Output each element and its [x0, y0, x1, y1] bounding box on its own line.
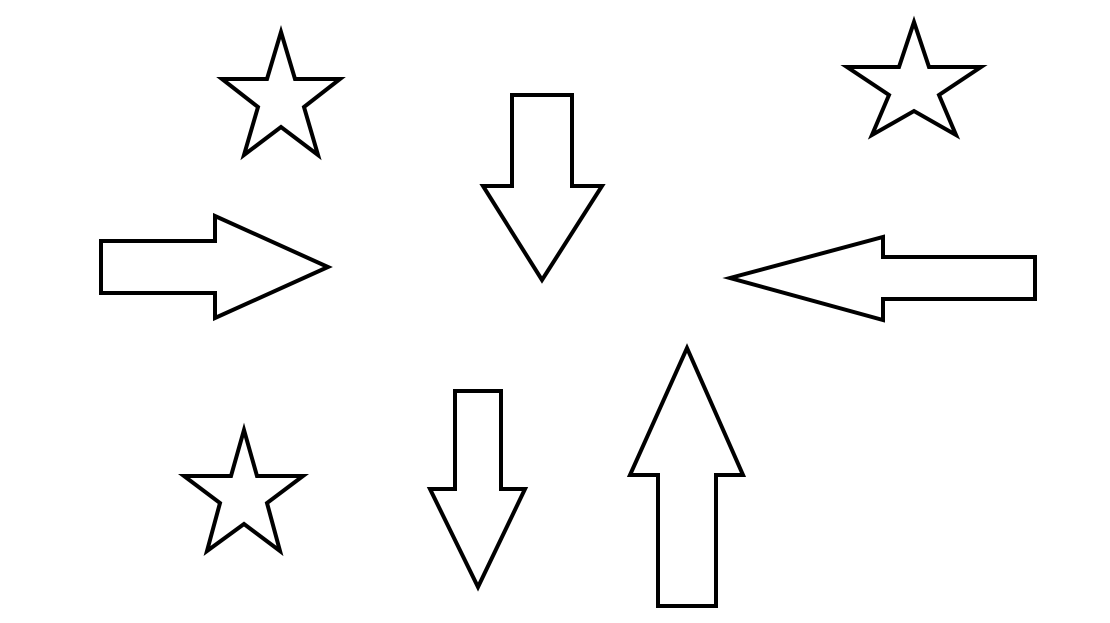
star-icon — [840, 15, 988, 140]
arrow-right-icon — [99, 212, 333, 322]
star-icon — [178, 422, 309, 557]
arrow-left-icon — [722, 234, 1037, 323]
star-icon — [216, 24, 346, 161]
arrow-up-icon — [626, 343, 747, 608]
arrow-down-icon — [426, 389, 529, 592]
arrow-down-icon — [479, 93, 606, 284]
